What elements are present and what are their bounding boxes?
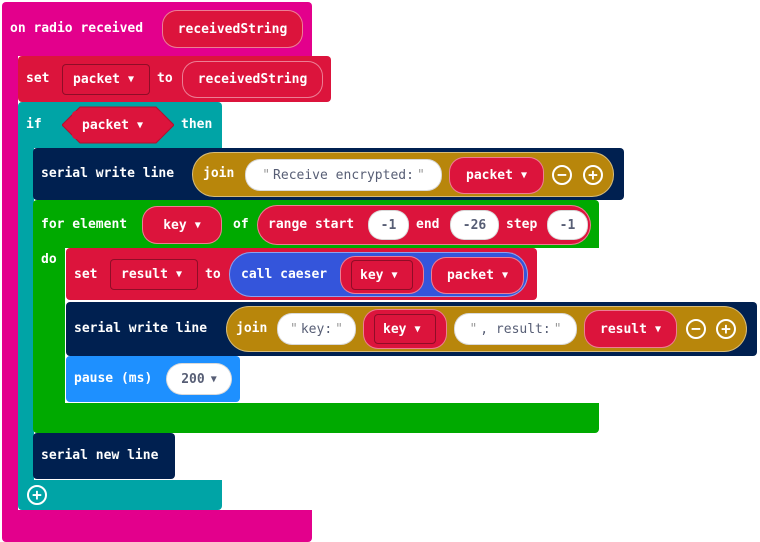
- range-end-value: -26: [462, 217, 487, 233]
- key-variable-label: key: [163, 217, 187, 233]
- dropdown-caret-icon: ▼: [136, 119, 143, 131]
- if-packet-variable[interactable]: packet ▼: [72, 111, 162, 139]
- end-label: end: [416, 217, 440, 232]
- serial-write-line-label: serial write line: [41, 166, 175, 181]
- dropdown-caret-icon: ▼: [414, 323, 421, 335]
- join-label: join: [203, 166, 235, 181]
- plus-glyph: +: [721, 319, 731, 338]
- packet-reporter-label: packet: [466, 168, 513, 183]
- result-variable-dropdown[interactable]: result ▼: [110, 259, 198, 290]
- key-text-field[interactable]: " key: ": [277, 313, 356, 345]
- minus-glyph: −: [691, 319, 701, 338]
- range-reporter[interactable]: [257, 205, 591, 245]
- plus-circle-icon[interactable]: +: [583, 165, 603, 185]
- caeser-packet-argument[interactable]: packet ▼: [431, 257, 524, 294]
- pause-duration-dropdown[interactable]: 200 ▼: [166, 363, 232, 395]
- open-quote-icon: ": [469, 321, 478, 337]
- step-label: step: [506, 217, 538, 232]
- do-label: do: [41, 252, 57, 267]
- minus-glyph: −: [557, 165, 567, 184]
- set-label: set: [26, 71, 50, 86]
- serial-new-line-block[interactable]: [33, 433, 175, 479]
- minus-circle-icon[interactable]: −: [686, 319, 706, 339]
- pause-duration-value: 200: [181, 371, 205, 387]
- if-label: if: [26, 117, 42, 132]
- encrypted-text-value: Receive encrypted:: [273, 167, 414, 183]
- received-string-label: receivedString: [177, 21, 288, 37]
- if-packet-label: packet: [82, 117, 129, 133]
- serial-new-line-label: serial new line: [41, 448, 159, 463]
- encrypted-text-field[interactable]: " Receive encrypted: ": [245, 159, 442, 191]
- result-text-value: , result:: [480, 321, 551, 337]
- plus-circle-icon[interactable]: +: [27, 485, 47, 505]
- minus-circle-icon[interactable]: −: [552, 165, 572, 185]
- range-step-input[interactable]: -1: [547, 210, 588, 240]
- result-text-field[interactable]: " , result: ": [454, 313, 577, 345]
- dropdown-caret-icon: ▼: [501, 270, 508, 281]
- dropdown-caret-icon: ▼: [175, 269, 182, 280]
- to-result-label: to: [205, 267, 221, 282]
- call-caeser-label: call caeser: [241, 267, 328, 282]
- packet-variable-dropdown[interactable]: packet ▼: [62, 64, 150, 95]
- radio-block-label: on radio received: [10, 21, 144, 36]
- key-reporter-dropdown[interactable]: key ▼: [374, 314, 436, 344]
- range-end-input[interactable]: -26: [450, 210, 499, 240]
- packet-variable-label: packet: [73, 72, 120, 87]
- result-reporter[interactable]: result ▼: [584, 310, 677, 348]
- plus-glyph: +: [32, 485, 42, 504]
- plus-circle-icon[interactable]: +: [716, 319, 736, 339]
- open-quote-icon: ": [262, 167, 271, 183]
- of-label: of: [233, 217, 249, 232]
- range-start-value: -1: [380, 217, 397, 233]
- result-reporter-label: result: [600, 321, 647, 337]
- range-step-value: -1: [559, 217, 576, 233]
- range-start-label: range start: [268, 217, 355, 232]
- dropdown-caret-icon: ▼: [391, 269, 398, 281]
- dropdown-caret-icon: ▼: [210, 373, 217, 385]
- key-reporter[interactable]: key ▼: [363, 309, 447, 349]
- caeser-key-dropdown[interactable]: key ▼: [351, 260, 413, 290]
- join-label-2: join: [236, 321, 268, 336]
- dropdown-caret-icon: ▼: [520, 170, 527, 181]
- set-result-label: set: [74, 267, 98, 282]
- for-element-label: for element: [41, 217, 128, 232]
- key-text-value: key:: [300, 321, 333, 337]
- dropdown-caret-icon: ▼: [194, 219, 201, 231]
- then-label: then: [181, 117, 213, 132]
- received-string-param[interactable]: receivedString: [162, 10, 303, 48]
- dropdown-caret-icon: ▼: [654, 323, 661, 335]
- range-start-input[interactable]: -1: [368, 210, 409, 240]
- caeser-packet-label: packet: [447, 268, 494, 283]
- caeser-key-argument[interactable]: key ▼: [340, 256, 424, 294]
- close-quote-icon: ": [335, 321, 343, 337]
- packet-reporter[interactable]: packet ▼: [449, 157, 544, 194]
- caeser-key-label: key: [360, 267, 384, 283]
- dropdown-caret-icon: ▼: [127, 74, 134, 85]
- close-quote-icon: ": [416, 167, 425, 183]
- result-variable-label: result: [121, 267, 168, 282]
- serial-write-line-label-2: serial write line: [74, 321, 208, 336]
- close-quote-icon: ": [553, 321, 562, 337]
- open-quote-icon: ": [290, 321, 298, 337]
- to-label: to: [157, 71, 173, 86]
- pause-label: pause (ms): [74, 371, 153, 386]
- key-reporter-label: key: [383, 321, 407, 337]
- plus-glyph: +: [588, 165, 598, 184]
- received-string-reporter[interactable]: receivedString: [182, 61, 323, 98]
- key-variable-dropdown[interactable]: key ▼: [142, 206, 222, 244]
- received-string-reporter-label: receivedString: [197, 72, 308, 87]
